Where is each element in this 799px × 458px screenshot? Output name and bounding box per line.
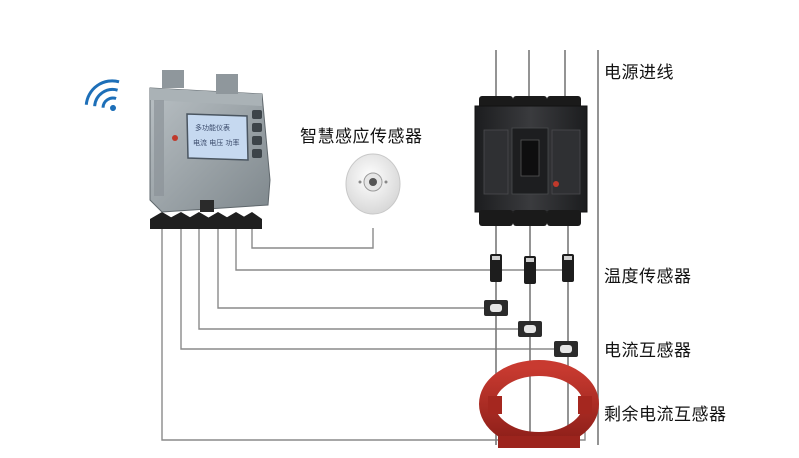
temp-sensor xyxy=(490,254,502,282)
meter-button xyxy=(252,136,262,145)
current-transformer xyxy=(518,321,542,337)
residual-current-transformer xyxy=(479,360,599,448)
label-temp-sensor: 温度传感器 xyxy=(604,267,692,287)
wire-ct-a xyxy=(217,228,488,309)
meter-button xyxy=(252,110,262,119)
smart-meter: 多功能仪表 电流 电压 功率 xyxy=(149,70,271,213)
meter-screen xyxy=(186,113,249,161)
label-current-transformer: 电流互感器 xyxy=(604,341,692,361)
label-residual-current-transformer: 剩余电流互感器 xyxy=(604,405,727,425)
current-transformer xyxy=(554,341,578,357)
current-transformer xyxy=(484,300,508,316)
meter-button xyxy=(252,123,262,132)
temp-sensor xyxy=(562,254,574,282)
meter-screen-line1: 多功能仪表 xyxy=(195,123,230,132)
temperature-sensors xyxy=(490,254,574,284)
meter-screen-line2: 电流 电压 功率 xyxy=(193,138,239,147)
wire-ct-c xyxy=(180,228,556,350)
meter-button xyxy=(252,149,262,158)
circuit-breaker xyxy=(474,96,588,226)
wire-ct-b xyxy=(198,228,522,330)
current-transformers xyxy=(484,300,578,357)
wire-smart-sensor xyxy=(251,228,374,249)
wire-temp-sensors xyxy=(235,228,569,271)
wifi-icon xyxy=(84,79,120,111)
terminal-block xyxy=(150,212,262,229)
smoke-sensor-icon xyxy=(345,153,401,215)
label-power-in: 电源进线 xyxy=(604,63,674,83)
meter-led xyxy=(172,135,178,141)
label-smart-sensor: 智慧感应传感器 xyxy=(300,127,423,147)
temp-sensor xyxy=(524,256,536,284)
